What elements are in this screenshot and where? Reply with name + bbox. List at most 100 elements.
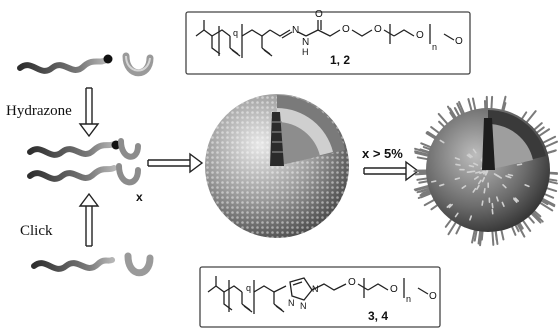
surface-chain	[540, 196, 556, 206]
surface-chain	[521, 218, 532, 232]
atom-o: O	[390, 284, 398, 295]
surface-chain	[524, 184, 530, 188]
arrow-down-hydrazone	[78, 87, 100, 138]
surface-chain	[472, 148, 477, 154]
surface-chain	[513, 197, 518, 202]
surface-chain	[413, 184, 432, 191]
chemical-structure-top	[185, 11, 471, 75]
compound-label-bottom: 3, 4	[368, 309, 389, 323]
atom-o: O	[374, 24, 382, 35]
surface-chain	[446, 203, 452, 208]
surface-chain	[477, 179, 482, 185]
surface-chain	[524, 110, 537, 125]
surface-chain	[495, 196, 499, 202]
surface-chain	[476, 184, 480, 190]
atom-o: O	[455, 36, 463, 47]
surface-chain	[542, 140, 558, 149]
surface-chain	[483, 187, 486, 194]
surface-chain	[416, 187, 432, 194]
surface-chain	[490, 95, 494, 112]
subscript-q: q	[233, 28, 239, 38]
surface-chain	[414, 150, 431, 157]
surface-chain	[439, 183, 445, 187]
surface-chain	[447, 220, 458, 236]
atom-n: N	[292, 25, 300, 36]
surface-chain	[472, 187, 477, 193]
polymer-top-left	[17, 54, 113, 74]
atom-h: H	[302, 47, 309, 57]
atom-n: N	[288, 298, 295, 308]
surface-chain	[540, 135, 557, 145]
polymer-mid-2	[27, 163, 141, 186]
micelle-sphere	[205, 94, 349, 238]
atom-o: O	[429, 291, 437, 302]
surface-chain	[502, 183, 507, 189]
surface-chain	[448, 203, 453, 209]
atom-n: N	[312, 284, 319, 294]
polymer-mid-1	[27, 138, 141, 160]
polymer-bottom-left	[31, 257, 115, 272]
arrow-right-2	[363, 160, 420, 182]
surface-chain	[491, 202, 494, 209]
x-label: x	[136, 190, 143, 204]
surface-chain	[491, 228, 495, 246]
subscript-n: n	[432, 42, 438, 52]
surface-chain	[471, 227, 477, 244]
surface-chain	[514, 197, 520, 202]
surface-chain	[455, 163, 461, 166]
subscript-n: n	[406, 294, 412, 304]
arrow-up-click	[78, 192, 100, 247]
surface-chain	[456, 102, 464, 117]
surface-chain	[423, 198, 437, 207]
surface-chain	[501, 201, 505, 207]
surface-chain	[473, 175, 479, 180]
surface-chain	[469, 215, 473, 221]
polymer-end-group	[103, 54, 113, 64]
atom-o: O	[348, 277, 356, 288]
u-linker-bottom	[124, 252, 154, 277]
surface-chain	[537, 200, 554, 212]
surface-chain	[467, 98, 474, 114]
surface-chain	[482, 170, 488, 175]
surface-chain	[516, 163, 523, 166]
threshold-label: x > 5%	[362, 146, 403, 161]
subscript-q: q	[246, 283, 252, 293]
surface-chain	[458, 101, 466, 116]
surface-chain	[468, 153, 473, 158]
click-label: Click	[20, 223, 53, 239]
surface-chain	[475, 171, 481, 174]
surface-chain	[437, 112, 450, 126]
surface-chain	[466, 154, 472, 159]
surface-chain	[468, 164, 475, 168]
atom-n: N	[300, 301, 307, 311]
surface-chain	[461, 185, 467, 190]
surface-chain	[530, 210, 544, 223]
surface-chain	[430, 180, 437, 183]
surface-chain	[414, 151, 431, 158]
surface-chain	[500, 95, 507, 113]
surface-chain	[473, 162, 479, 166]
atom-o: O	[315, 9, 323, 20]
hydrazone-label: Hydrazone	[6, 103, 72, 119]
radial-chain	[482, 118, 495, 170]
surface-chain	[481, 200, 484, 206]
surface-chain	[454, 177, 461, 181]
surface-chain	[479, 170, 485, 174]
chemical-structure-bottom	[199, 266, 441, 328]
surface-chain	[414, 147, 432, 155]
surface-chain	[529, 211, 542, 224]
surface-chain	[507, 173, 514, 177]
atom-n: N	[302, 37, 310, 48]
surface-chain	[493, 173, 499, 177]
atom-o: O	[342, 24, 350, 35]
hairy-micelle-sphere	[413, 95, 558, 247]
arrow-right-1	[147, 152, 204, 174]
surface-chain	[454, 157, 461, 161]
surface-chain	[471, 97, 477, 113]
surface-chain	[481, 176, 486, 183]
surface-chain	[454, 212, 459, 218]
surface-chain	[536, 128, 551, 138]
u-linker-top	[122, 52, 154, 77]
